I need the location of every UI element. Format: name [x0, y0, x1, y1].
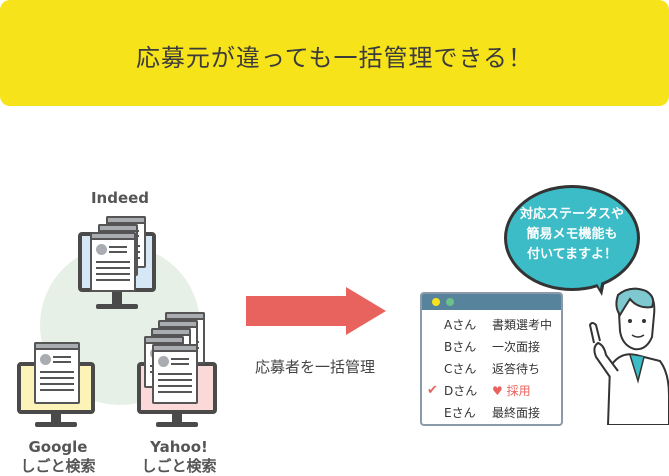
indeed-label: Indeed [90, 189, 150, 207]
applicant-row: Cさん 返答待ち [422, 358, 561, 380]
window-title-bar [422, 294, 561, 310]
applicant-status: 最終面接 [492, 406, 541, 420]
resume-icon [34, 342, 80, 404]
resume-icon [152, 344, 198, 404]
yahoo-label: Yahoo! しごと検索 [124, 438, 234, 476]
applicant-name: Cさん [444, 362, 477, 376]
applicant-status: 一次面接 [492, 340, 541, 354]
window-dot-yellow [432, 298, 440, 306]
google-label-line2: しごと検索 [20, 457, 96, 475]
applicant-row: ✔ Dさん ♥ 採用 [422, 380, 561, 402]
heart-icon: ♥ [492, 384, 507, 398]
bubble-line-2: 簡易メモ機能も [526, 227, 618, 242]
bubble-line-1: 対応ステータスや [519, 207, 624, 222]
presenter-person-icon [588, 287, 669, 425]
yahoo-label-line2: しごと検索 [141, 457, 217, 475]
check-icon: ✔ [427, 383, 438, 398]
status-hired: 採用 [506, 384, 531, 398]
speech-bubble-tail-fill [592, 274, 603, 289]
google-label-line1: Google [28, 438, 88, 456]
applicant-name: Bさん [444, 340, 477, 354]
applicant-status: 書類選考中 [492, 318, 553, 332]
bubble-line-3: 付いてますよ！ [527, 247, 617, 262]
applicant-row: Aさん 書類選考中 [422, 314, 561, 336]
arrow-right-icon [246, 296, 346, 326]
applicant-name: Eさん [444, 406, 476, 420]
applicant-status: 返答待ち [492, 362, 541, 376]
title-banner: 応募元が違っても一括管理できる！ [0, 0, 669, 106]
applicant-name: Dさん [444, 384, 478, 398]
applicant-management-window: Aさん 書類選考中 Bさん 一次面接 Cさん 返答待ち ✔ Dさん ♥ 採用 E… [420, 292, 563, 426]
banner-title: 応募元が違っても一括管理できる！ [135, 44, 534, 72]
resume-icon [90, 232, 136, 292]
speech-bubble [504, 185, 640, 291]
yahoo-label-line1: Yahoo! [150, 438, 208, 456]
arrow-head-icon [346, 287, 386, 335]
applicant-row: Bさん 一次面接 [422, 336, 561, 358]
applicant-status: ♥ 採用 [492, 380, 531, 402]
applicant-name: Aさん [444, 318, 477, 332]
window-dot-green [446, 298, 454, 306]
applicant-row: Eさん 最終面接 [422, 402, 561, 424]
arrow-label: 応募者を一括管理 [254, 358, 375, 376]
google-label: Google しごと検索 [0, 438, 116, 476]
